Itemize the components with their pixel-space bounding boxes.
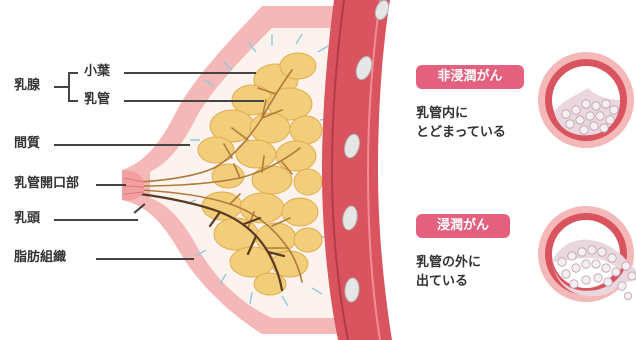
- label-mammary-gland: 乳腺: [14, 79, 40, 92]
- leader-duct: [124, 100, 264, 102]
- leader-nipple: [54, 219, 138, 221]
- label-stroma: 間質: [14, 137, 40, 150]
- label-fat-tissue: 脂肪組織: [14, 251, 66, 264]
- desc-invasive: 乳管の外に 出ている: [416, 253, 481, 291]
- leader-lobule: [124, 72, 256, 74]
- desc-non-invasive: 乳管内に とどまっている: [416, 104, 506, 142]
- leader-mammary-gland: [54, 86, 68, 88]
- label-lobule: 小葉: [84, 65, 110, 78]
- invasive-duct-section: [538, 206, 636, 302]
- label-duct-opening: 乳管開口部: [14, 177, 79, 190]
- leader-fat-tissue: [96, 258, 194, 260]
- leader-duct-opening: [96, 184, 126, 186]
- label-duct: 乳管: [84, 93, 110, 106]
- leader-gland-bracket: [68, 72, 70, 100]
- badge-non-invasive: 非浸潤がん: [416, 65, 524, 89]
- label-nipple: 乳頭: [14, 212, 40, 225]
- badge-invasive: 浸潤がん: [416, 214, 510, 238]
- leader-stroma: [54, 144, 190, 146]
- non-invasive-duct-section: [538, 52, 634, 148]
